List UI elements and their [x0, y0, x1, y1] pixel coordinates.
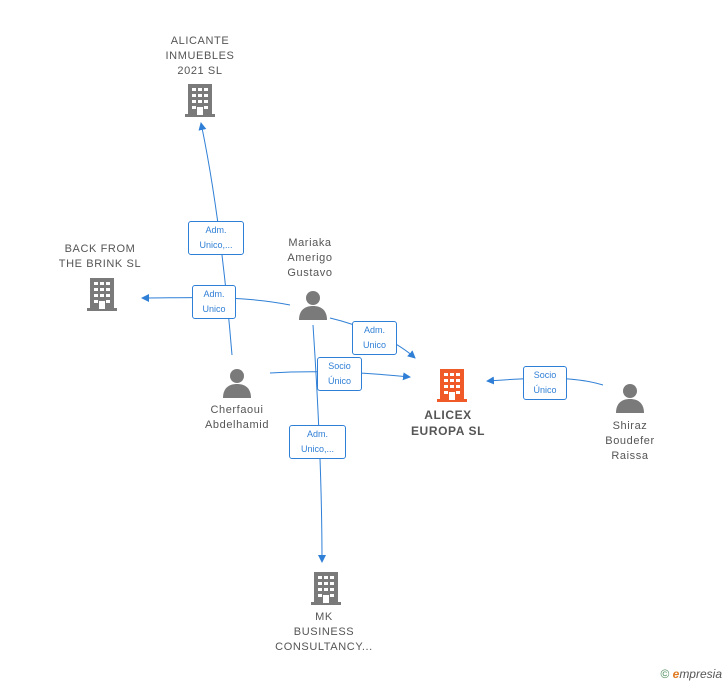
footer-brand: © empresia [660, 667, 722, 681]
person-icon[interactable] [223, 369, 251, 398]
node-label-alicex[interactable]: ALICEX EUROPA SL [410, 408, 486, 438]
copyright-icon: © [660, 667, 670, 681]
building-icon[interactable] [87, 278, 117, 311]
building-icon[interactable] [185, 84, 215, 117]
node-label-mariaka[interactable]: Mariaka Amerigo Gustavo [287, 237, 333, 279]
edge-label-adm-unico[interactable]: Adm. Unico,... [188, 221, 244, 255]
edge-label-adm-unico[interactable]: Adm. Unico [352, 321, 397, 355]
edge-label-socio-unico[interactable]: Socio Único [523, 366, 567, 400]
node-label-shiraz[interactable]: Shiraz Boudefer Raissa [605, 420, 655, 462]
building-icon[interactable] [311, 572, 341, 605]
node-label-backfrom[interactable]: BACK FROM THE BRINK SL [58, 243, 142, 270]
node-label-alicante[interactable]: ALICANTE INMUEBLES 2021 SL [165, 35, 235, 77]
brand-logo[interactable]: empresia [672, 667, 722, 681]
edge-label-adm-unico[interactable]: Adm. Unico,... [289, 425, 346, 459]
building-icon-main[interactable] [437, 369, 467, 402]
person-icon[interactable] [616, 384, 644, 413]
node-label-cherfaoui[interactable]: Cherfaoui Abdelhamid [204, 404, 270, 431]
node-label-mk[interactable]: MK BUSINESS CONSULTANCY... [275, 611, 373, 653]
edge-label-socio-unico[interactable]: Socio Único [317, 357, 362, 391]
edge-label-adm-unico[interactable]: Adm. Unico [192, 285, 236, 319]
person-icon[interactable] [299, 291, 327, 320]
